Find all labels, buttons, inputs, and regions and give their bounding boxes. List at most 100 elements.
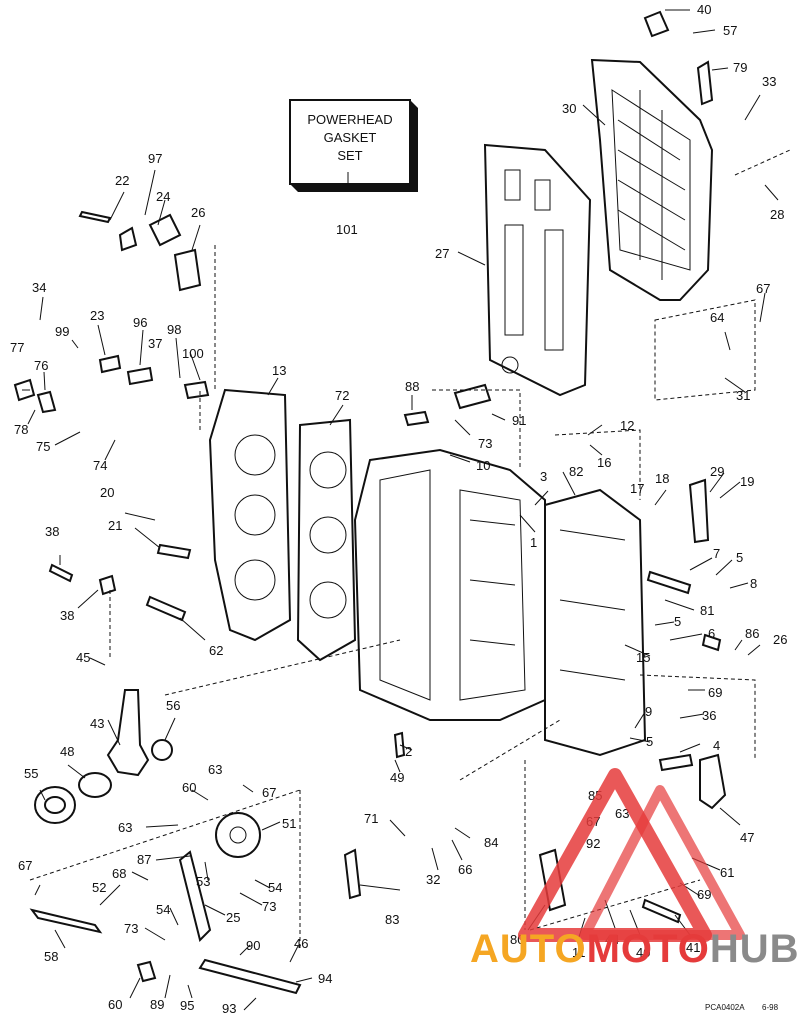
callout-67b: 67: [262, 785, 276, 800]
callout-41: 41: [686, 940, 700, 955]
callout-54a: 54: [268, 880, 282, 895]
callout-101: 101: [336, 222, 358, 237]
callout-100: 100: [182, 346, 204, 361]
callout-54b: 54: [156, 902, 170, 917]
callout-5c: 5: [646, 734, 653, 749]
callout-64: 64: [710, 310, 724, 325]
callout-67c: 67: [18, 858, 32, 873]
callout-40: 40: [636, 945, 650, 960]
callout-96: 96: [133, 315, 147, 330]
callout-76: 76: [34, 358, 48, 373]
callout-34: 34: [32, 280, 46, 295]
callout-33: 32: [426, 872, 440, 887]
callout-89: 89: [150, 997, 164, 1012]
callout-32: 31: [736, 388, 750, 403]
callout-3: 3: [540, 469, 547, 484]
callout-86: 86: [745, 626, 759, 641]
callout-35: 33: [762, 74, 776, 89]
callout-28: 27: [435, 246, 449, 261]
callout-61: 61: [720, 865, 734, 880]
callout-19: 19: [740, 474, 754, 489]
callout-18: 18: [655, 471, 669, 486]
callout-24: 24: [156, 189, 170, 204]
callout-27: 26: [191, 205, 205, 220]
callout-88: 88: [405, 379, 419, 394]
callout-90: 90: [246, 938, 260, 953]
callout-63c: 63: [118, 820, 132, 835]
callout-69a: 69: [708, 685, 722, 700]
callout-39: 38: [45, 524, 59, 539]
callout-71: 72: [335, 388, 349, 403]
callout-97: 97: [148, 151, 162, 166]
callout-13: 13: [272, 363, 286, 378]
callout-26: 26: [773, 632, 787, 647]
callout-8: 8: [750, 576, 757, 591]
callout-2: 2: [405, 744, 412, 759]
callout-56: 56: [166, 698, 180, 713]
callout-10: 10: [476, 458, 490, 473]
callout-37: 37: [148, 336, 162, 351]
svg-text:AUTOMOTOHUB: AUTOMOTOHUB: [470, 927, 800, 971]
callout-47: 47: [740, 830, 754, 845]
callout-60b: 60: [108, 997, 122, 1012]
callout-36: 36: [702, 708, 716, 723]
callout-15: 15: [636, 650, 650, 665]
exhaust-cover: [590, 58, 714, 301]
callout-68: 68: [112, 866, 126, 881]
callout-65: 66: [458, 862, 472, 877]
throttle-assembly: [34, 689, 173, 824]
callout-21: 21: [108, 518, 122, 533]
callout-49: 49: [390, 770, 404, 785]
callout-16: 16: [597, 455, 611, 470]
callout-95: 95: [180, 998, 194, 1013]
callout-52: 52: [92, 880, 106, 895]
bracket: [699, 753, 727, 810]
drawing-code: PCA0402A: [705, 1003, 745, 1012]
callout-55: 55: [24, 766, 38, 781]
callout-87: 87: [137, 852, 151, 867]
callout-82: 82: [569, 464, 583, 479]
callout-51: 51: [282, 816, 296, 831]
callout-42: 40: [697, 2, 711, 17]
callout-43: 43: [90, 716, 104, 731]
callout-48: 48: [60, 744, 74, 759]
callout-69b: 69: [697, 887, 711, 902]
callout-74: 74: [93, 458, 107, 473]
callout-29: 28: [770, 207, 784, 222]
head-gasket: [296, 418, 357, 662]
callout-22: 22: [115, 173, 129, 188]
callout-38: 38: [60, 608, 74, 623]
callout-75: 75: [36, 439, 50, 454]
kit-line-2: GASKET: [324, 130, 377, 145]
watermark-hub: HUB: [710, 927, 800, 971]
callout-57: 57: [723, 23, 737, 38]
callout-7: 7: [713, 546, 720, 561]
callout-93: 93: [222, 1001, 236, 1016]
footer: PCA0402A 6-98: [705, 1003, 779, 1012]
callout-79: 79: [733, 60, 747, 75]
callout-23: 23: [90, 308, 104, 323]
exhaust-gasket: [483, 143, 592, 397]
callout-78: 78: [14, 422, 28, 437]
cylinder-head: [208, 388, 292, 642]
callout-66: 67: [756, 281, 770, 296]
callout-91: 91: [512, 413, 526, 428]
callout-9: 9: [645, 704, 652, 719]
callout-60a: 60: [182, 780, 196, 795]
small-parts: [13, 10, 722, 983]
callout-5b: 5: [674, 614, 681, 629]
callout-4: 4: [713, 738, 720, 753]
callout-83: 83: [385, 912, 399, 927]
callout-73a: 73: [262, 899, 276, 914]
callout-63b: 63: [208, 762, 222, 777]
watermark-auto: AUTO: [470, 927, 587, 971]
callout-72: 73: [478, 436, 492, 451]
callout-77: 77: [10, 340, 24, 355]
callout-73b: 73: [124, 921, 138, 936]
kit-line-3: SET: [337, 148, 362, 163]
linkage-rods: [29, 908, 302, 995]
callout-94: 94: [318, 971, 332, 986]
cylinder-block: [353, 448, 546, 721]
callout-11: 11: [572, 945, 586, 960]
